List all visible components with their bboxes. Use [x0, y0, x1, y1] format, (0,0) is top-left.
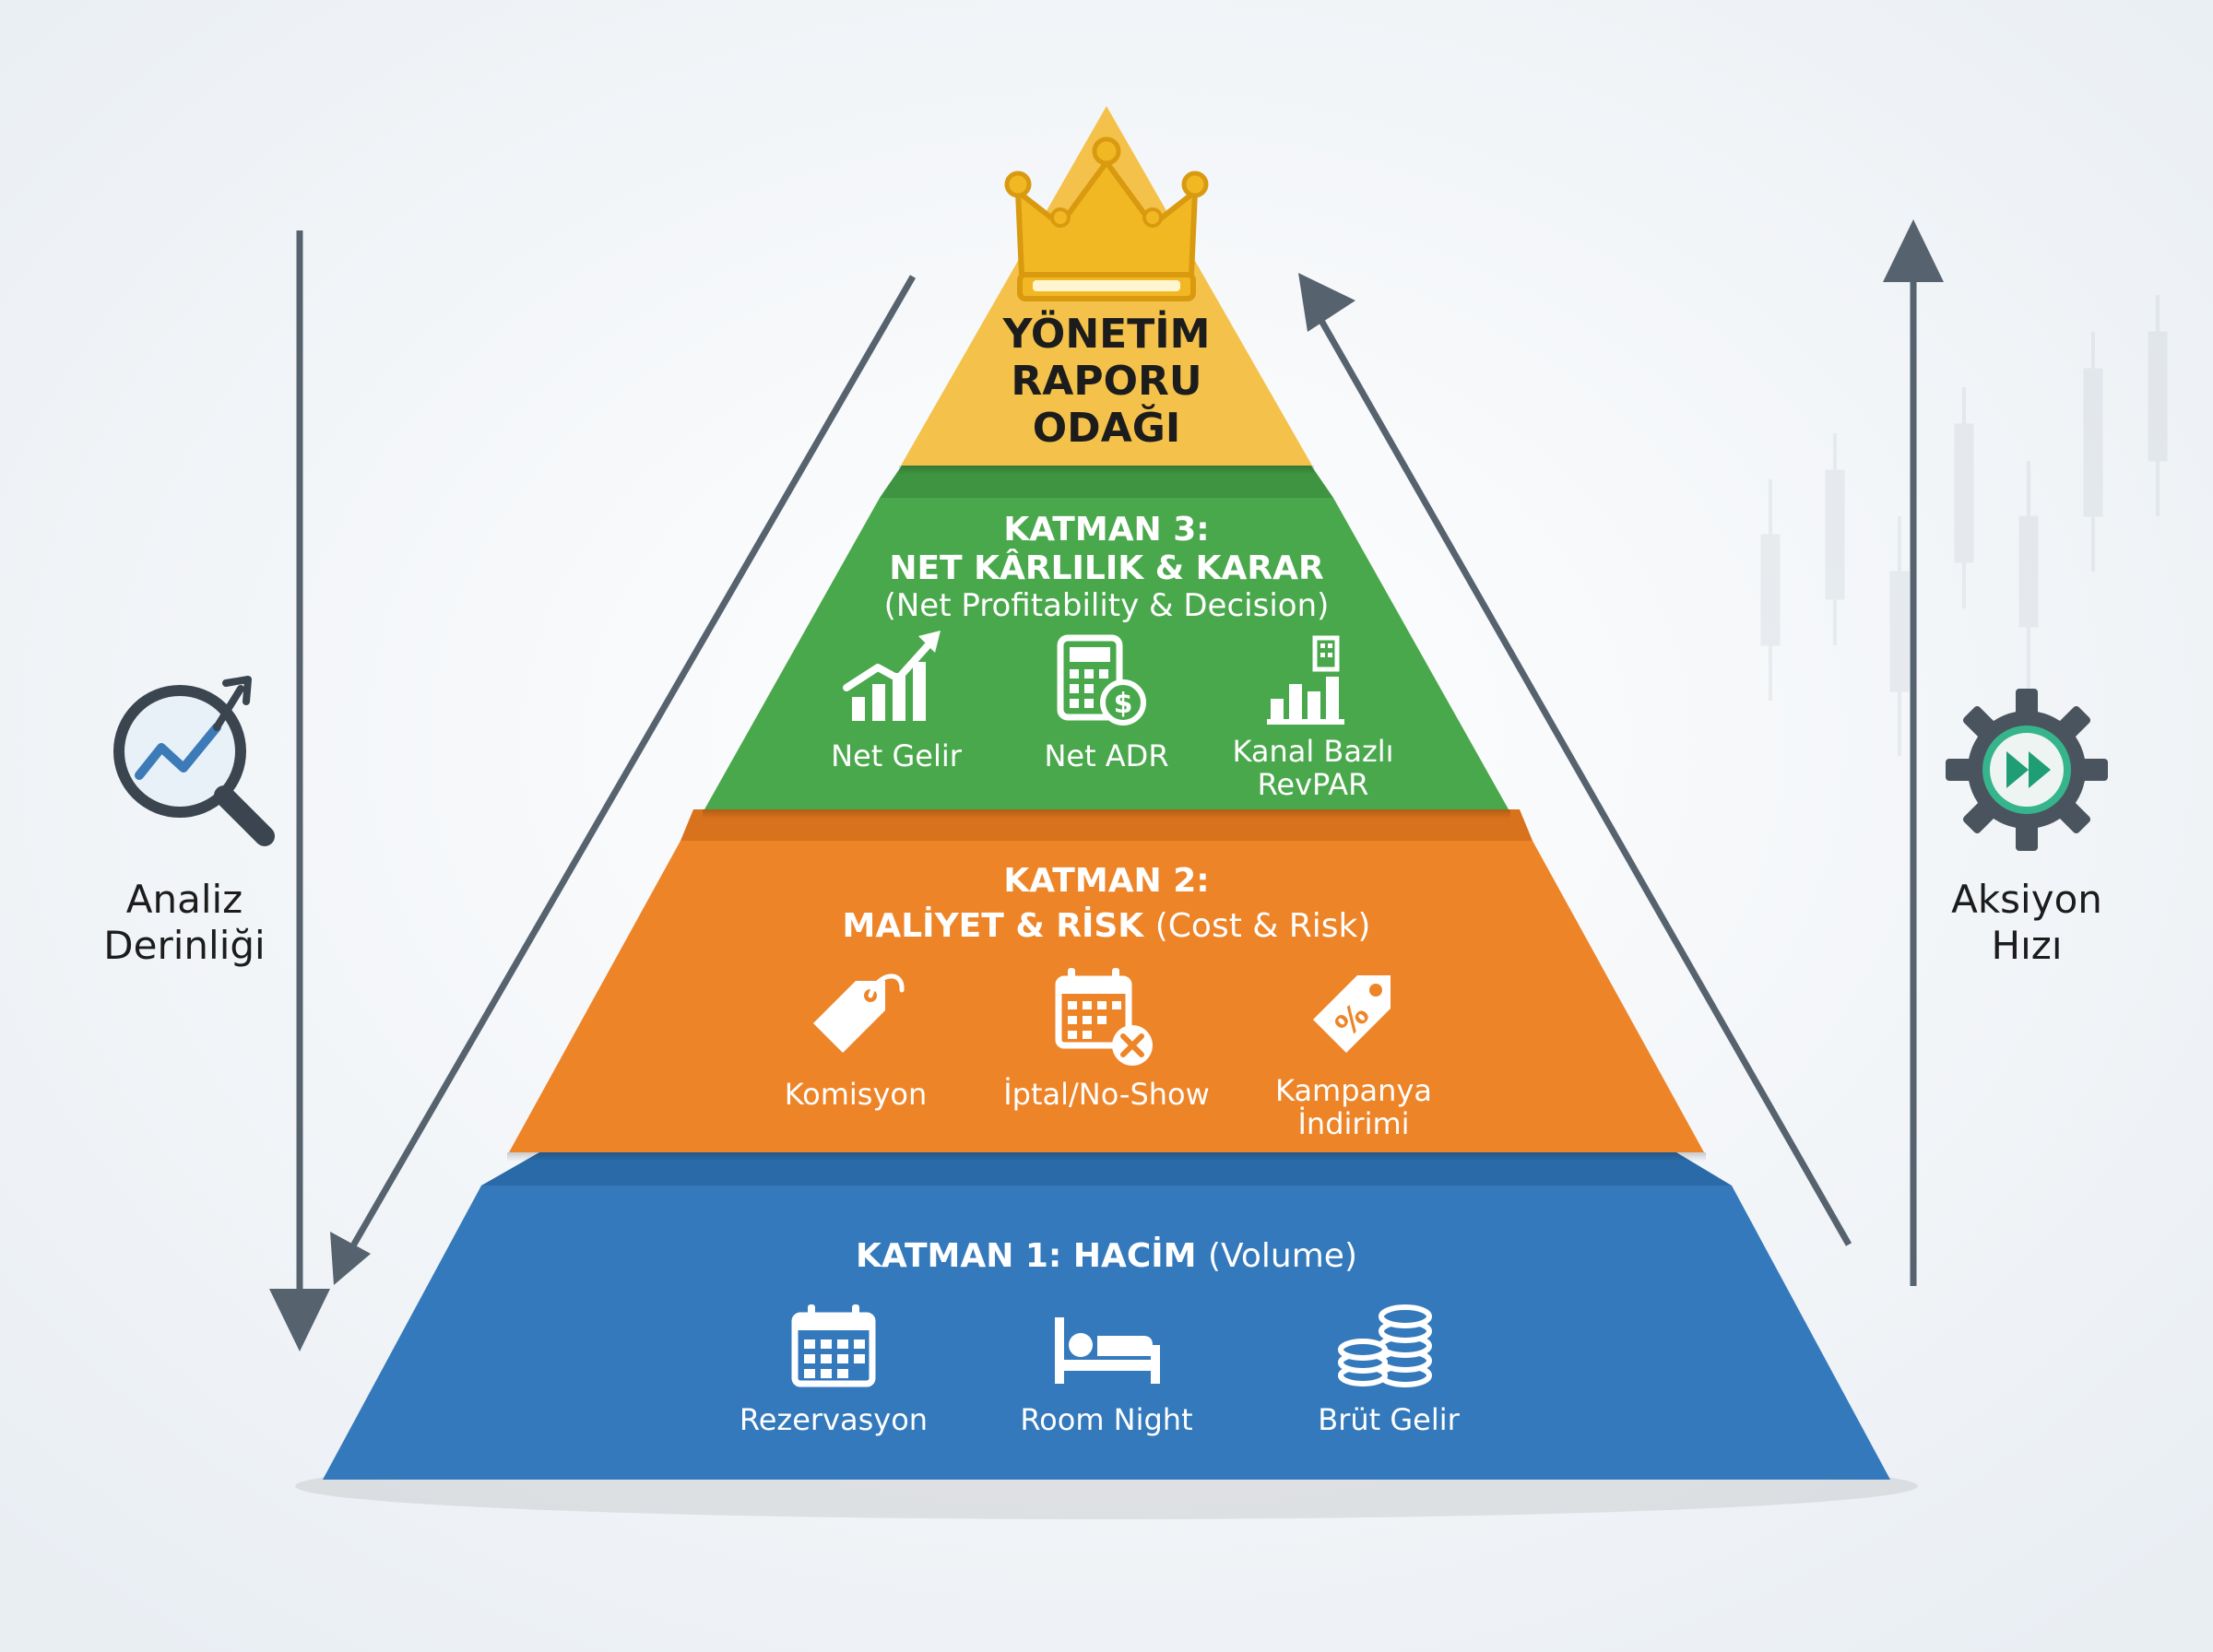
apex-title-line1: YÖNETİM [1002, 309, 1211, 358]
layer-1-title-regular: (Volume) [1208, 1237, 1357, 1275]
layer-3-item-3-label-line1: Kanal Bazlı [1232, 734, 1393, 769]
apex-title-line3: ODAĞI [1033, 403, 1180, 452]
layer-3-subtitle: (Net Profitability & Decision) [884, 587, 1330, 624]
layer-3-title-line1: KATMAN 3: [1003, 511, 1209, 549]
layer-2-title-line1: KATMAN 2: [1003, 862, 1209, 900]
discount-tag-icon: % [1313, 975, 1391, 1053]
layer-1-title: KATMAN 1: HACİM (Volume) [856, 1236, 1357, 1275]
layer-1-title-bold: KATMAN 1: HACİM [856, 1236, 1196, 1275]
decorative-candles [1760, 295, 2168, 756]
layer-3-item-2-label: Net ADR [1044, 738, 1168, 773]
layer-1-shape [323, 1186, 1890, 1480]
apex-title-line2: RAPORU [1011, 358, 1201, 405]
calculator-dollar-icon: $ [1057, 634, 1146, 726]
right-axis-label-line2: Hızı [1992, 923, 2063, 968]
left-diagonal-arrowhead [330, 1232, 371, 1285]
layer-2-title-regular: (Cost & Risk) [1155, 907, 1371, 945]
analysis-depth-arrowhead [269, 1289, 330, 1351]
layer-1-item-1-label: Rezervasyon [740, 1402, 928, 1437]
layer-2-shape [509, 841, 1704, 1152]
building-chart-icon [1267, 635, 1344, 725]
crown-icon [1004, 136, 1209, 301]
layer-3-item-3-label-line2: RevPAR [1258, 767, 1369, 802]
layer-2-title-bold: MALİYET & RİSK [843, 906, 1145, 945]
calendar-icon [791, 1304, 876, 1387]
price-tag-icon [813, 974, 905, 1053]
coin-stack-icon [1338, 1304, 1432, 1387]
growth-chart-icon [843, 631, 941, 721]
layer-2-item-3-label-line2: İndirimi [1297, 1106, 1409, 1141]
layer-3-title-line2: NET KÂRLILIK & KARAR [889, 549, 1323, 587]
layer-2-item-2-label: İptal/No-Show [1003, 1077, 1210, 1112]
magnifier-trend-icon [113, 676, 275, 846]
left-axis-label-line2: Derinliği [103, 923, 265, 968]
right-diagonal-arrow [1317, 317, 1852, 1246]
layer-1-item-2-label: Room Night [1020, 1402, 1192, 1437]
layer-1-item-3-label: Brüt Gelir [1318, 1402, 1460, 1437]
gear-fast-forward-icon [1946, 689, 2108, 851]
action-speed-arrowhead [1883, 219, 1944, 282]
right-diagonal-arrowhead [1298, 273, 1355, 332]
bed-icon [1055, 1317, 1160, 1384]
layer-2-item-3-label-line1: Kampanya [1275, 1073, 1432, 1108]
layer-3-item-1-label: Net Gelir [831, 738, 963, 773]
calendar-cancel-icon [1055, 968, 1153, 1066]
left-axis-label-line1: Analiz [126, 877, 243, 922]
svg-text:$: $ [1114, 688, 1133, 720]
layer-2-title-line2: MALİYET & RİSK (Cost & Risk) [843, 906, 1371, 945]
layer-2-item-1-label: Komisyon [785, 1077, 928, 1112]
left-diagonal-arrow [345, 275, 917, 1256]
right-axis-label-line1: Aksiyon [1951, 877, 2102, 922]
